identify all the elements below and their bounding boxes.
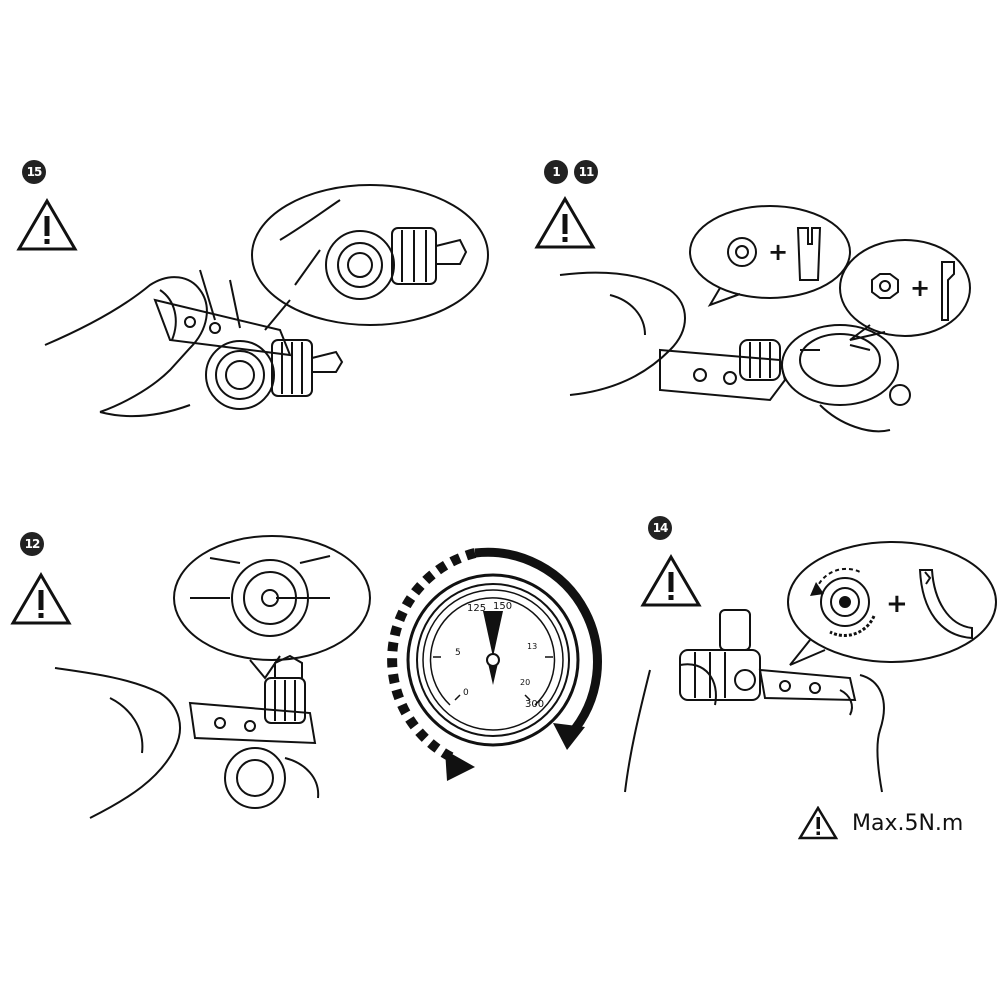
torque-note: Max.5N.m <box>798 806 963 840</box>
svg-text:+: + <box>768 238 788 266</box>
step-15-panel: 15 <box>0 0 500 470</box>
gauge-tick-150: 150 <box>493 601 512 612</box>
warning-triangle-icon <box>640 554 702 607</box>
gauge-tick-5: 5 <box>455 648 461 658</box>
svg-text:+: + <box>886 589 908 619</box>
svg-text:+: + <box>910 274 930 302</box>
gauge-tick-13: 13 <box>527 642 537 651</box>
step-12-badge: 12 <box>20 532 44 556</box>
step-1-11-panel: 1 11 <box>500 0 1000 470</box>
first-stage-wrench-illustration <box>54 535 371 819</box>
gauge-tick-125: 125 <box>467 603 486 614</box>
step-1-badge: 1 <box>544 160 568 184</box>
gauge-tick-0: 0 <box>463 688 469 698</box>
warning-triangle-icon <box>534 196 596 249</box>
pressure-gauge-illustration: 125 150 5 13 0 20 300 <box>387 547 602 781</box>
step-15-badge: 15 <box>22 160 46 184</box>
step-12-panel: 12 <box>0 500 380 880</box>
step-14-badge: 14 <box>648 516 672 540</box>
warning-triangle-icon <box>16 198 78 251</box>
wrench-nut-tightening-illustration: + + <box>559 205 971 433</box>
step-14-panel: 14 + <box>600 500 1000 900</box>
hex-nut-plus-wrench-icon: + <box>871 261 955 321</box>
second-stage-torque-illustration: + <box>624 541 997 793</box>
step-11-badge: 11 <box>574 160 598 184</box>
warning-triangle-icon <box>10 572 72 625</box>
gauge-tick-300: 300 <box>525 699 544 710</box>
nut-plus-wrench-slot-icon: + <box>727 227 822 281</box>
gauge-tick-20: 20 <box>520 678 530 687</box>
warning-triangle-icon <box>798 806 838 840</box>
max-torque-label: Max.5N.m <box>852 810 964 836</box>
regulator-hose-removal-illustration <box>44 184 489 418</box>
